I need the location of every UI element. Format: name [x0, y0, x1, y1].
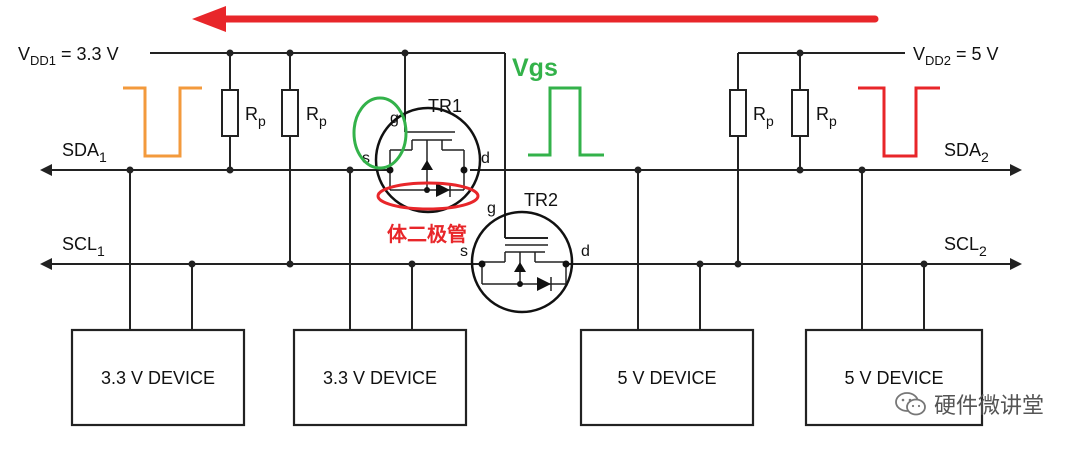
watermark: 硬件微讲堂: [894, 388, 1044, 420]
tr2-label: TR2: [524, 190, 558, 210]
tr1-drain-pin: d: [481, 150, 490, 167]
tr2-source-pin: s: [460, 243, 468, 260]
tr1-label: TR1: [428, 96, 462, 116]
scl2-label: SCL2: [944, 234, 987, 259]
tr2-mosfet: [470, 210, 574, 314]
sda2-line: [470, 164, 1022, 176]
sda1-label: SDA1: [62, 140, 107, 165]
device-label-3: 5 V DEVICE: [617, 368, 716, 388]
device-label-2: 3.3 V DEVICE: [323, 368, 437, 388]
device-drops: [129, 170, 925, 330]
vdd1-label: VDD1 = 3.3 V: [18, 44, 119, 68]
device-box-3: 5 V DEVICE: [579, 328, 755, 427]
tr1-gate-pin: g: [390, 110, 399, 127]
resistor-label-4: Rp: [816, 104, 837, 129]
vdd1-rail: [150, 49, 506, 238]
vdd2-rail: [738, 49, 905, 57]
pulse-right-low: [858, 86, 940, 158]
device-box-1: 3.3 V DEVICE: [70, 328, 246, 427]
watermark-text: 硬件微讲堂: [933, 393, 1044, 418]
resistor-sda1: [221, 53, 239, 174]
device-box-4: 5 V DEVICE: [804, 328, 984, 427]
vgs-annotation: Vgs: [512, 54, 558, 82]
body-diode-annotation: 体二极管: [387, 222, 467, 246]
body-diode-highlight-ellipse: [376, 181, 480, 211]
tr1-source-pin: s: [362, 150, 370, 167]
scl1-label: SCL1: [62, 234, 105, 259]
gate-highlight-ellipse: [352, 96, 408, 170]
sda1-line: [40, 164, 390, 176]
pulse-left-low: [123, 86, 202, 158]
resistor-label-2: Rp: [306, 104, 327, 129]
scl1-line: [40, 258, 482, 270]
wechat-logo-icon: [895, 392, 926, 416]
resistor-scl2: [791, 53, 809, 174]
resistor-sda2: [729, 53, 747, 268]
tr2-drain-pin: d: [581, 243, 590, 260]
pulse-vgs-high: [528, 86, 604, 157]
device-label-1: 3.3 V DEVICE: [101, 368, 215, 388]
resistor-scl1: [281, 53, 299, 268]
sda2-label: SDA2: [944, 140, 989, 165]
device-label-4: 5 V DEVICE: [844, 368, 943, 388]
tr2-gate-pin: g: [487, 200, 496, 217]
resistor-label-3: Rp: [753, 104, 774, 129]
direction-arrow: [192, 6, 879, 32]
scl2-line: [566, 258, 1022, 270]
vdd2-label: VDD2 = 5 V: [913, 44, 999, 68]
resistor-label-1: Rp: [245, 104, 266, 129]
device-box-2: 3.3 V DEVICE: [292, 328, 468, 427]
tr1-mosfet: [374, 106, 482, 214]
